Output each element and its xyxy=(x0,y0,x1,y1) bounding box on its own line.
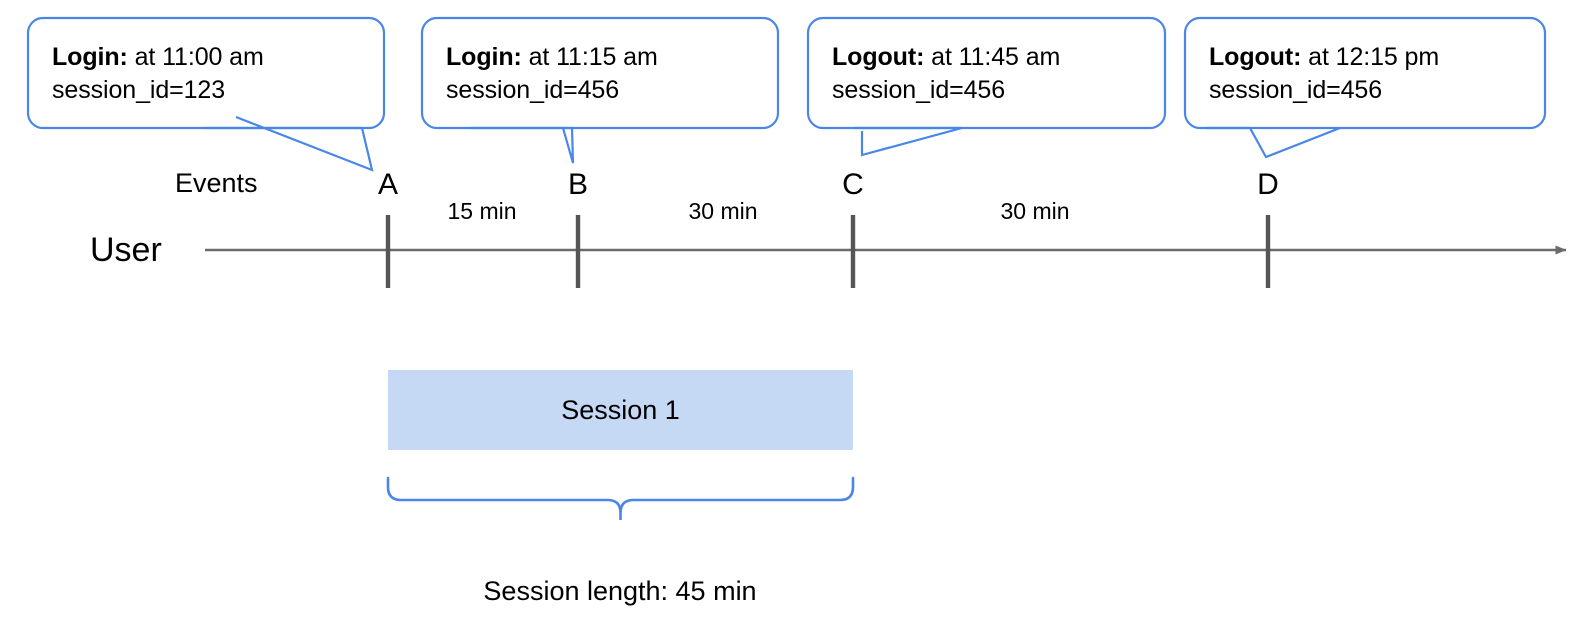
session-length-caption: Session length: 45 min xyxy=(483,576,757,606)
callout-text-a: Login: at 11:00 am session_id=123 xyxy=(52,41,264,107)
callout-text-d: Logout: at 12:15 pm session_id=456 xyxy=(1209,41,1439,107)
callout-text-b: Login: at 11:15 am session_id=456 xyxy=(446,41,658,107)
callout-lead-c: Logout: xyxy=(832,43,925,71)
timeline-ticks xyxy=(385,215,1271,288)
callout-shape-b xyxy=(420,16,780,164)
callout-shapes xyxy=(26,16,1547,172)
interval-label-a-b: 15 min xyxy=(447,198,517,224)
callout-rest-c: at 11:45 am xyxy=(924,43,1061,71)
callout-rest-a: at 11:00 am xyxy=(127,43,264,71)
callout-shape-a xyxy=(26,16,386,172)
callout-line2-c: session_id=456 xyxy=(832,76,1006,104)
tick-label-b: B xyxy=(567,168,589,201)
callout-rest-d: at 12:15 pm xyxy=(1301,43,1440,71)
events-row-label: Events xyxy=(175,168,258,198)
interval-label-b-c: 30 min xyxy=(688,198,758,224)
callout-shape-d xyxy=(1183,16,1547,159)
callout-shape-c xyxy=(806,16,1167,157)
callout-lead-d: Logout: xyxy=(1209,43,1302,71)
callout-line2-d: session_id=456 xyxy=(1209,76,1383,104)
session-bar: Session 1 xyxy=(388,370,853,450)
tick-label-a: A xyxy=(377,168,399,201)
callout-lead-b: Login: xyxy=(446,43,522,71)
callout-lead-a: Login: xyxy=(52,43,128,71)
user-row-label: User xyxy=(90,231,162,269)
tick-label-d: D xyxy=(1257,168,1279,201)
session-brace xyxy=(386,476,855,520)
callout-line2-a: session_id=123 xyxy=(52,76,226,104)
tick-label-c: C xyxy=(842,168,864,201)
interval-label-c-d: 30 min xyxy=(1000,198,1070,224)
callout-line2-b: session_id=456 xyxy=(446,76,620,104)
callout-text-c: Logout: at 11:45 am session_id=456 xyxy=(832,41,1060,107)
callout-rest-b: at 11:15 am xyxy=(521,43,658,71)
